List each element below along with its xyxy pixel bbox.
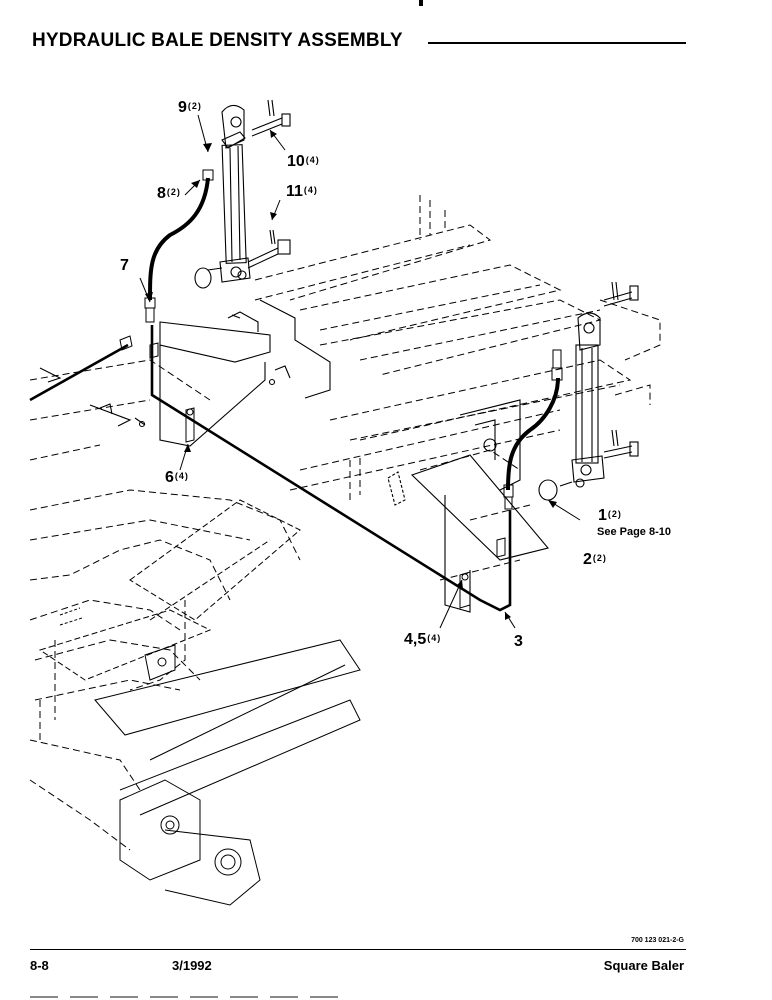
callout-10: 10(4) [287,153,320,170]
top-edge-mark [419,0,423,6]
callout-3: 3 [514,633,523,650]
footer-page-number: 8-8 [30,958,49,973]
callout-7: 7 [120,257,129,274]
footer-rule [30,949,686,950]
upper-cylinder [194,99,291,289]
callout-8: 8(2) [157,185,181,202]
title-rule [428,42,686,44]
hydraulic-hoses [148,177,560,491]
bale-chamber-frame [29,195,661,851]
clamps [149,342,506,609]
see-page-note: See Page 8-10 [597,526,671,538]
lower-arm-assembly [38,499,361,906]
footer-product: Square Baler [603,958,684,973]
callout-4-5: 4,5(4) [404,631,442,648]
document-number: 700 123 021-2-G [631,937,684,944]
callout-11: 11(4) [286,183,318,200]
steel-hydraulic-line [29,325,512,612]
footer-date: 3/1992 [172,958,212,973]
page-title: HYDRAULIC BALE DENSITY ASSEMBLY [32,30,403,51]
left-mounting-plate [159,299,331,447]
callout-1: 1(2) [598,507,622,524]
callout-6: 6(4) [165,469,189,486]
fittings [119,169,563,510]
callout-9: 9(2) [178,99,202,116]
scan-artifact-line [30,996,350,998]
callout-2: 2(2) [583,551,607,568]
left-bracket [39,367,146,428]
leader-arrowheads [145,130,557,620]
